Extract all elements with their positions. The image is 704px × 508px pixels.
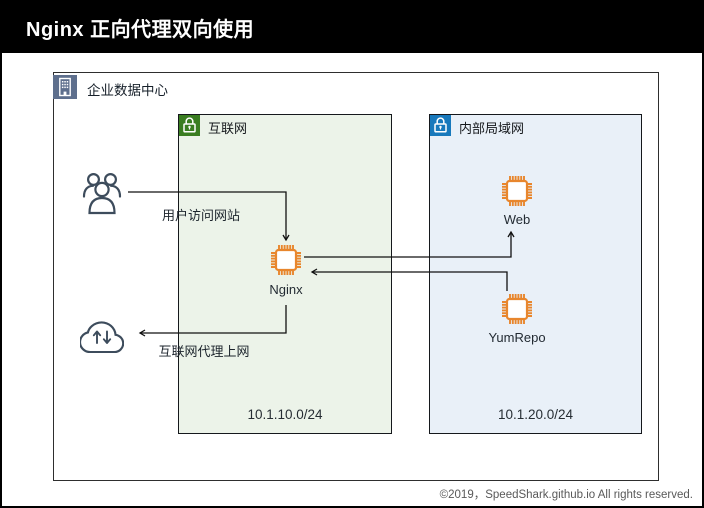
page-title: Nginx 正向代理双向使用 (26, 19, 255, 41)
chip-icon (500, 174, 534, 208)
chip-icon (500, 292, 534, 326)
cloud-updown-icon (78, 317, 125, 354)
yumrepo-node-label: YumRepo (488, 330, 546, 345)
web-node-label: Web (503, 212, 531, 227)
lock-icon (179, 115, 200, 136)
flow-proxy-out-label: 互联网代理上网 (158, 344, 250, 359)
users-icon (82, 169, 122, 215)
chip-icon (269, 243, 303, 277)
datacenter-label: 企业数据中心 (87, 83, 168, 98)
zone-lan-subnet: 10.1.20.0/24 (497, 407, 574, 422)
zone-lan: 内部局域网 10.1.20.0/24 (429, 114, 642, 434)
zone-internet-subnet: 10.1.10.0/24 (247, 407, 323, 422)
title-bar: Nginx 正向代理双向使用 (2, 2, 702, 53)
nginx-node-label: Nginx (269, 282, 303, 297)
building-icon (53, 75, 77, 99)
zone-internet-label: 互联网 (208, 121, 248, 136)
flow-user-access-label: 用户访问网站 (161, 208, 240, 223)
copyright-text: ©2019，SpeedShark.github.io All rights re… (439, 489, 693, 501)
zone-lan-label: 内部局域网 (459, 121, 525, 136)
lock-icon (430, 115, 451, 136)
datacenter-group: 企业数据中心 (53, 72, 659, 481)
